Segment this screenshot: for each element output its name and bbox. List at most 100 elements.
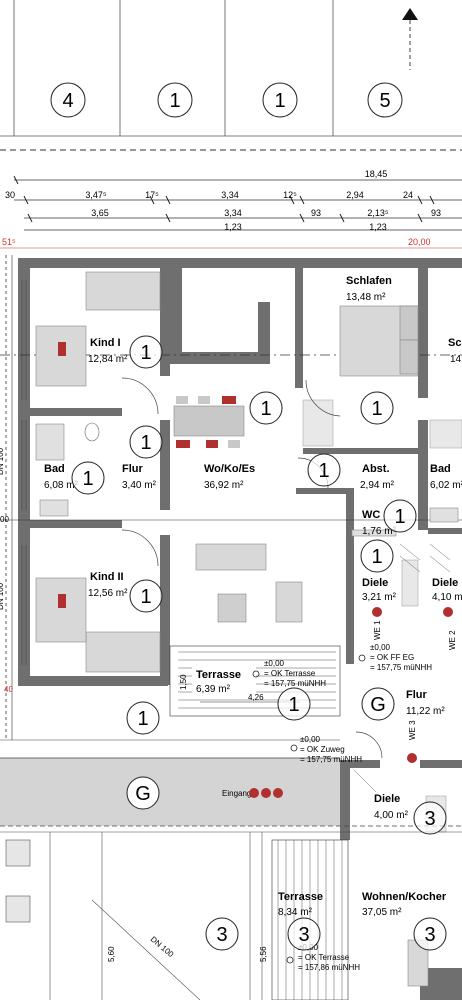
svg-text:3,47⁵: 3,47⁵ — [85, 190, 107, 200]
room-diele-right: Diele 4,10 m² — [432, 577, 462, 603]
svg-text:= 157,75 müNHH: = 157,75 müNHH — [370, 663, 432, 672]
room-diele-left: Diele 3,21 m² — [362, 577, 397, 603]
svg-text:Wo/Ko/Es: Wo/Ko/Es — [204, 463, 255, 475]
svg-text:Terrasse: Terrasse — [278, 891, 323, 903]
room-terrasse1: Terrasse 6,39 m² — [192, 664, 256, 695]
svg-text:Diele: Diele — [362, 577, 388, 589]
svg-text:Abst.: Abst. — [362, 463, 390, 475]
svg-text:5: 5 — [379, 90, 390, 112]
unit-we3: WE 3 — [407, 720, 417, 763]
top-badge-5: 5 — [367, 82, 403, 118]
svg-text:±0,00: ±0,00 — [300, 735, 321, 744]
svg-text:= 157,75 müNHH: = 157,75 müNHH — [300, 755, 362, 764]
svg-text:6,39 m²: 6,39 m² — [196, 684, 231, 695]
room-bad-left: Bad 6,08 m² — [44, 463, 79, 491]
room-abst: Abst. 2,94 m² — [360, 463, 395, 491]
svg-text:13,48 m²: 13,48 m² — [346, 292, 386, 303]
svg-text:= OK Terrasse: = OK Terrasse — [298, 953, 350, 962]
badge-1-terrasse: 1 — [277, 687, 311, 721]
svg-text:1,50: 1,50 — [179, 674, 188, 690]
top-badge-1b: 1 — [262, 82, 298, 118]
svg-text:= 157,86 müNHH: = 157,86 müNHH — [298, 963, 360, 972]
svg-text:Diele: Diele — [374, 793, 400, 805]
svg-text:±0,00: ±0,00 — [264, 659, 285, 668]
svg-text:20,00: 20,00 — [408, 237, 431, 247]
room-flur-mid: Flur 11,22 m² — [406, 689, 445, 717]
svg-text:1: 1 — [169, 90, 180, 112]
room-wohnen: Wohnen/Kocher 37,05 m² — [362, 891, 447, 918]
svg-text:1,23: 1,23 — [224, 222, 242, 232]
badge-1-kind2: 1 — [129, 579, 163, 613]
site-lines — [5, 832, 263, 1000]
svg-text:1: 1 — [82, 468, 93, 490]
svg-text:Bad: Bad — [430, 463, 451, 475]
svg-text:3,34: 3,34 — [221, 190, 239, 200]
svg-text:= 157,75 müNHH: = 157,75 müNHH — [264, 679, 326, 688]
svg-text:1,23: 1,23 — [369, 222, 387, 232]
svg-text:6,08 m²: 6,08 m² — [44, 480, 79, 491]
level-ok-terrasse: ±0,00 = OK Terrasse = 157,75 müNHH — [252, 659, 326, 688]
svg-text:Wohnen/Kocher: Wohnen/Kocher — [362, 891, 447, 903]
badge-1-bad: 1 — [71, 461, 105, 495]
svg-text:1: 1 — [288, 694, 299, 716]
badge-1-kind1: 1 — [129, 335, 163, 369]
svg-text:G: G — [135, 783, 151, 805]
svg-text:Schlafen: Schlafen — [346, 275, 392, 287]
entrance: Eingang — [222, 788, 283, 798]
room-kind2: Kind II 12,56 m² — [88, 571, 128, 599]
svg-text:Diele: Diele — [432, 577, 458, 589]
badge-3-garden: 3 — [205, 917, 239, 951]
badge-3-diele: 3 — [413, 801, 447, 835]
svg-text:1,76 m²: 1,76 m² — [362, 526, 397, 537]
svg-text:Eingang: Eingang — [222, 789, 251, 798]
top-badge-1a: 1 — [157, 82, 193, 118]
svg-text:Flur: Flur — [122, 463, 143, 475]
room-woko: Wo/Ko/Es 36,92 m² — [204, 463, 255, 491]
badge-1-abst: 1 — [307, 453, 341, 487]
svg-text:1: 1 — [140, 432, 151, 454]
svg-text:40: 40 — [4, 685, 13, 694]
svg-text:3,65: 3,65 — [91, 208, 109, 218]
badge-1-wc: 1 — [383, 499, 417, 533]
svg-text:3: 3 — [216, 924, 227, 946]
svg-text:WC: WC — [362, 509, 380, 521]
svg-text:18,45: 18,45 — [365, 169, 388, 179]
walls — [18, 258, 462, 1000]
svg-text:1: 1 — [140, 586, 151, 608]
svg-text:1: 1 — [371, 398, 382, 420]
svg-text:Flur: Flur — [406, 689, 427, 701]
svg-text:17⁵: 17⁵ — [145, 190, 159, 200]
svg-text:= OK FF EG: = OK FF EG — [370, 653, 414, 662]
level-ok-ff-eg: ±0,00 = OK FF EG = 157,75 müNHH — [358, 643, 432, 672]
badge-3-terrasse: 3 — [287, 917, 321, 951]
room-schlafen: Schlafen 13,48 m² — [346, 275, 392, 303]
badge-1-diele: 1 — [360, 539, 394, 573]
badge-1-garden: 1 — [126, 701, 160, 735]
svg-text:8,34 m²: 8,34 m² — [278, 907, 313, 918]
svg-text:Kind II: Kind II — [90, 571, 124, 583]
svg-text:2,94: 2,94 — [346, 190, 364, 200]
furniture — [35, 271, 462, 987]
badge-g-entrance: G — [126, 776, 160, 810]
room-wc: WC 1,76 m² — [362, 509, 397, 537]
door-swings — [121, 377, 383, 759]
svg-text:5,56: 5,56 — [259, 946, 268, 962]
svg-text:= OK Zuweg: = OK Zuweg — [300, 745, 345, 754]
svg-text:51⁵: 51⁵ — [2, 237, 16, 247]
svg-text:1: 1 — [318, 460, 329, 482]
windows — [21, 280, 27, 665]
svg-text:1: 1 — [140, 342, 151, 364]
svg-text:4,10 m²: 4,10 m² — [432, 592, 462, 603]
badge-1-schlafen: 1 — [360, 391, 394, 425]
badge-g-stair: G — [361, 687, 395, 721]
room-flur-left: Flur 3,40 m² — [122, 463, 157, 491]
top-badge-4: 4 — [50, 82, 86, 118]
svg-text:2,94 m²: 2,94 m² — [360, 480, 395, 491]
svg-text:4,00 m²: 4,00 m² — [374, 810, 409, 821]
unit-we1: WE 1 — [372, 607, 382, 640]
svg-text:4: 4 — [62, 90, 73, 112]
svg-text:Kind I: Kind I — [90, 337, 121, 349]
svg-text:3: 3 — [424, 808, 435, 830]
svg-text:= OK Terrasse: = OK Terrasse — [264, 669, 316, 678]
